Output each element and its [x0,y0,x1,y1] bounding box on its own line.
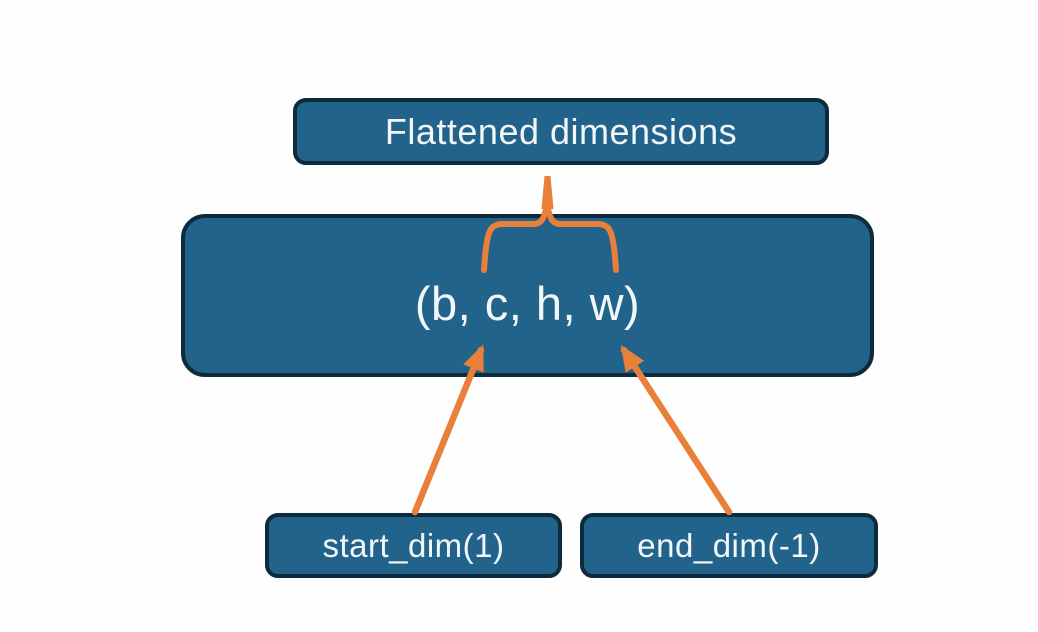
start-dim-label: start_dim(1) [322,526,505,564]
tensor-shape-label: (b, c, h, w) [414,277,641,330]
start-dim-box: start_dim(1) [265,513,562,578]
end-dim-box: end_dim(-1) [580,513,878,578]
flattened-dimensions-label: Flattened dimensions [384,110,738,152]
brace-stem-connector [541,176,554,209]
end-dim-label: end_dim(-1) [637,526,821,564]
tensor-shape-box: (b, c, h, w) [181,214,874,377]
flattened-dimensions-box: Flattened dimensions [293,98,829,165]
